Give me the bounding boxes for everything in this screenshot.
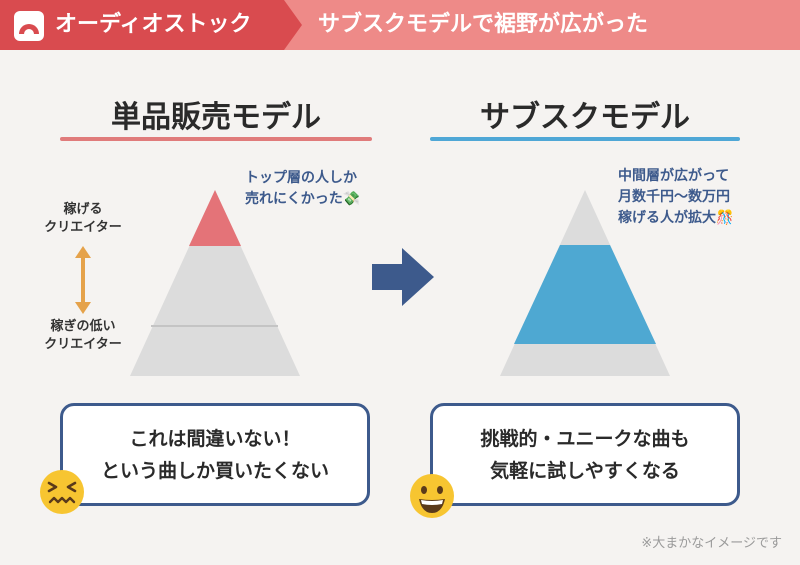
header-bar: オーディオストック サブスクモデルで裾野が広がった [0, 0, 800, 50]
right-title-underline [430, 137, 740, 141]
right-pyramid-middle-tier [514, 245, 656, 344]
left-title-underline [60, 137, 372, 141]
right-message-line-2: 気軽に試しやすくなる [490, 459, 680, 482]
left-pyramid-note: トップ層の人しか 売れにくかった💸 [245, 168, 360, 210]
right-pyramid [500, 190, 670, 376]
axis-bottom-line-2: クリエイター [44, 337, 122, 352]
left-note-line-1: トップ層の人しか [245, 170, 357, 186]
left-message-box: これは間違いない！ という曲しか買いたくない [60, 403, 370, 506]
axis-bottom-label: 稼ぎの低い クリエイター [22, 318, 144, 354]
grinning-face-icon [410, 474, 454, 518]
right-message-box: 挑戦的・ユニークな曲も 気軽に試しやすくなる [430, 403, 740, 506]
right-pyramid-note: 中間層が広がって 月数千円〜数万円 稼げる人が拡大🎊 [618, 166, 733, 229]
left-message-line-1: これは間違いない！ [129, 427, 301, 450]
left-column-title: 単品販売モデル [111, 100, 321, 135]
footnote: ※大まかなイメージです [641, 536, 782, 551]
right-note-line-1: 中間層が広がって [618, 168, 730, 184]
right-note-line-3: 稼げる人が拡大🎊 [618, 210, 734, 226]
header-background [0, 0, 800, 50]
brand-logo-icon [14, 11, 44, 41]
right-column-title: サブスクモデル [480, 100, 690, 135]
right-message-line-1: 挑戦的・ユニークな曲も [480, 427, 690, 450]
right-note-line-2: 月数千円〜数万円 [618, 189, 730, 205]
right-arrow-icon [372, 248, 434, 306]
axis-top-line-1: 稼げる [63, 202, 103, 217]
page-title: サブスクモデルで裾野が広がった [318, 12, 649, 37]
vertical-double-arrow-icon [75, 246, 91, 314]
left-pyramid-base [130, 190, 300, 376]
left-pyramid [130, 190, 300, 376]
axis-top-label: 稼げる クリエイター [22, 201, 144, 237]
left-note-line-2: 売れにくかった💸 [245, 191, 361, 207]
left-pyramid-top-tier [189, 190, 241, 246]
confounded-face-icon [40, 470, 84, 514]
axis-top-line-2: クリエイター [44, 220, 122, 235]
brand-name: オーディオストック [55, 12, 252, 37]
left-message-line-2: という曲しか買いたくない [100, 459, 329, 482]
axis-bottom-line-1: 稼ぎの低い [50, 319, 116, 334]
